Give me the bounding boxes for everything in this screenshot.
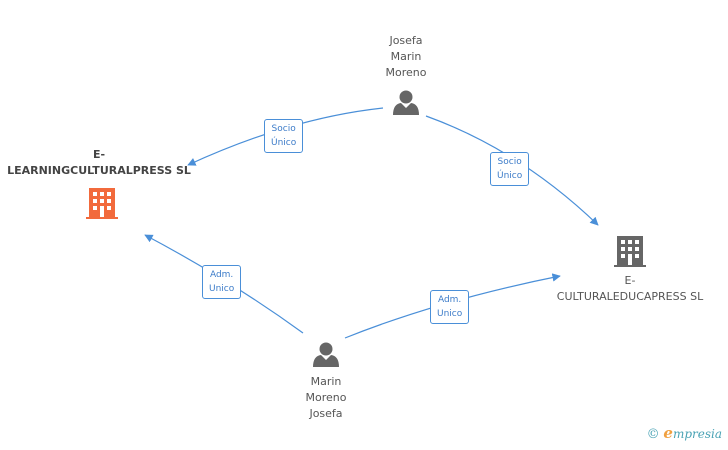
edge-label-line: Socio: [497, 157, 522, 167]
name-line: E-: [624, 274, 636, 287]
brand-name: mpresia: [672, 427, 722, 441]
node-label-educapress[interactable]: E- CULTURALEDUCAPRESS SL: [540, 273, 720, 305]
edge-label-adm-unico: Adm. Unico: [430, 290, 470, 324]
edge-label-adm-unico: Adm. Unico: [202, 265, 242, 299]
person-icon[interactable]: [313, 342, 339, 368]
building-icon[interactable]: [86, 188, 118, 219]
building-icon[interactable]: [614, 236, 646, 267]
edge-label-line: Único: [271, 138, 297, 148]
edge-label-line: Socio: [271, 124, 296, 134]
name-line: E-: [92, 148, 106, 161]
edge-label-line: Único: [497, 171, 523, 181]
name-line: Moreno: [385, 66, 427, 79]
edge-label-line: Unico: [437, 309, 463, 319]
name-line: Marin: [390, 50, 422, 63]
edge-label-socio-unico: Socio Único: [264, 119, 304, 153]
edge-label-line: Unico: [209, 284, 235, 294]
empresia-watermark: © empresia: [647, 424, 722, 442]
edge-label-socio-unico: Socio Único: [490, 152, 530, 186]
name-line: CULTURALEDUCAPRESS SL: [556, 290, 704, 303]
node-label-elearning[interactable]: E- LEARNINGCULTURALPRESS SL: [0, 147, 198, 179]
name-line: Moreno: [305, 391, 347, 404]
name-line: Josefa: [309, 407, 343, 420]
brand-e-logo: e: [663, 424, 673, 442]
edge-label-line: Adm.: [209, 270, 234, 280]
node-label-josefa[interactable]: Josefa Marin Moreno: [356, 33, 456, 81]
name-line: Marin: [310, 375, 342, 388]
person-icon[interactable]: [393, 90, 419, 116]
name-line: LEARNINGCULTURALPRESS SL: [7, 164, 191, 177]
name-line: Josefa: [389, 34, 423, 47]
edge-label-line: Adm.: [437, 295, 462, 305]
copyright-symbol: ©: [646, 427, 660, 442]
node-label-marin[interactable]: Marin Moreno Josefa: [276, 374, 376, 422]
